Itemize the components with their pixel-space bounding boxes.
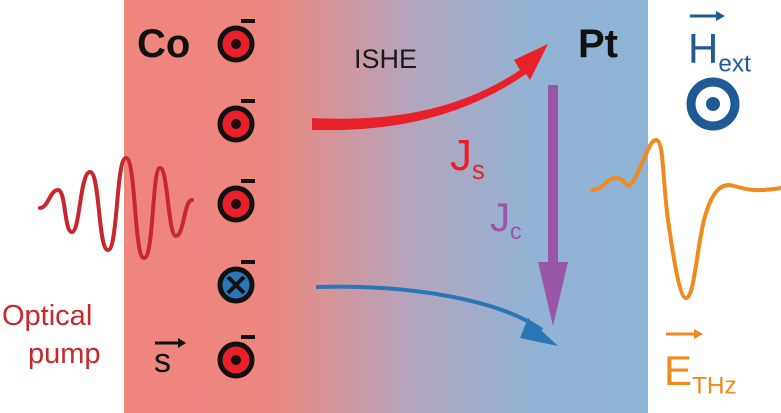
- e-main: E: [664, 347, 693, 394]
- js-label: Js: [450, 134, 485, 184]
- js-main: J: [450, 131, 472, 180]
- h-main: H: [688, 25, 719, 72]
- h-sub: ext: [718, 50, 751, 78]
- spin-up-icon: [217, 179, 255, 223]
- charge-current-arrow: [548, 85, 558, 285]
- e-sub: THz: [692, 372, 737, 400]
- js-sub: s: [472, 156, 485, 185]
- spin-current-arrow: [312, 44, 548, 131]
- charge-current-arrowhead: [538, 262, 568, 326]
- optical-pulse-icon: [38, 155, 194, 261]
- field-out-of-plane-icon: [686, 77, 740, 131]
- ethz-label: ETHz: [664, 350, 737, 399]
- optical-label: Optical: [2, 300, 93, 332]
- spin-label: s: [154, 342, 171, 380]
- co-label: Co: [137, 22, 191, 66]
- spin-up-icon: [217, 99, 255, 143]
- ishe-label: ISHE: [354, 44, 418, 74]
- jc-main: J: [490, 196, 510, 240]
- e-vector-arrow: [666, 329, 703, 339]
- jc-label: Jc: [490, 198, 522, 243]
- pump-label: pump: [28, 338, 101, 370]
- jc-sub: c: [510, 218, 522, 245]
- spin-up-icon: [217, 335, 255, 379]
- minority-spin-arrow: [315, 284, 544, 332]
- spin-up-icon: [217, 19, 255, 63]
- h-vector-arrow: [690, 11, 725, 21]
- spin-vector-arrow: [155, 338, 186, 348]
- thz-waveform-icon: [590, 137, 781, 301]
- minority-spin-arrowhead: [520, 318, 558, 346]
- spin-down-icon: [217, 260, 255, 304]
- hext-label: Hext: [688, 28, 751, 77]
- pt-label: Pt: [578, 22, 618, 66]
